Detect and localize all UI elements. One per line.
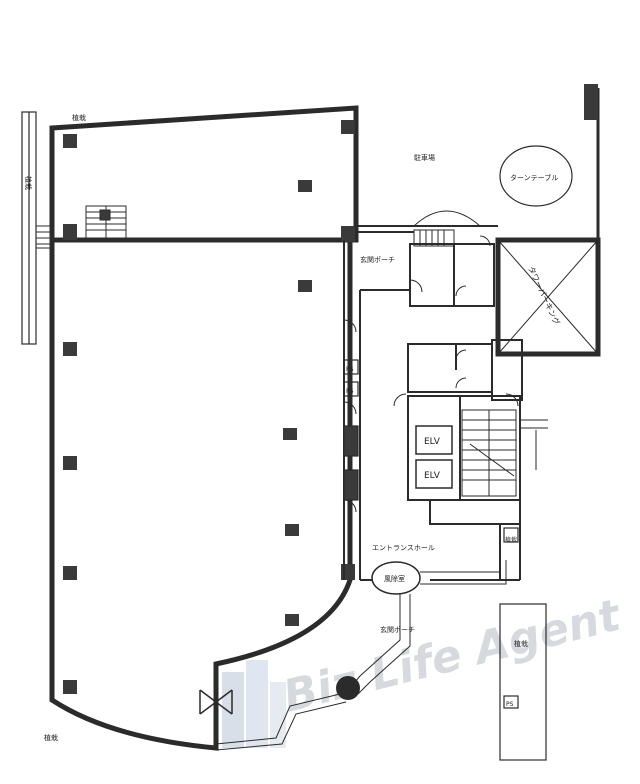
entrance-porch-upper-label: 玄関ポーチ [360, 255, 395, 264]
main-office-area [49, 237, 353, 751]
right-planter [499, 527, 547, 761]
structural-columns [63, 120, 355, 694]
planting-label-left: 植栽 [24, 176, 33, 190]
entrance-tree [336, 676, 360, 700]
ps-label-3: PS [506, 701, 514, 708]
upper-service-stair [413, 210, 481, 247]
tower-parking [495, 84, 601, 357]
entrance-porch-lower-label: 玄関ポーチ [380, 625, 415, 634]
tower-parking-label: タワーパーキング [526, 265, 562, 327]
planting-label-right: 植栽 [514, 639, 528, 648]
service-walls [343, 225, 523, 581]
upper-office-area [49, 105, 359, 243]
entrance-path [215, 560, 507, 751]
left-planter [21, 111, 37, 345]
ps-label-2: PS [346, 388, 354, 395]
parking-label: 駐車場 [414, 153, 435, 162]
office-entry-door [199, 689, 233, 715]
turntable-label: ターンテーブル [510, 173, 558, 182]
planting-label-top: 植栽 [72, 113, 86, 122]
doors [343, 235, 519, 513]
pipe-shafts [343, 359, 359, 501]
elevator-1-label: ELV [424, 437, 441, 447]
elevator-2-label: ELV [424, 471, 441, 481]
office-stair [85, 205, 127, 241]
turntable [499, 145, 573, 207]
windbreak-room [371, 561, 421, 595]
ps-label-1: PS [346, 366, 354, 373]
main-stair [461, 409, 517, 497]
planting-label-small: 植栽 [505, 536, 517, 544]
left-stair-landing [35, 225, 53, 249]
right-railing [520, 419, 548, 470]
windbreak-room-label: 風除室 [384, 574, 405, 583]
watermark-logo [222, 660, 286, 748]
entrance-hall-label: エントランスホール [372, 544, 435, 552]
planting-label-bottom-left: 植栽 [44, 733, 58, 742]
elevator-shafts [415, 425, 453, 489]
